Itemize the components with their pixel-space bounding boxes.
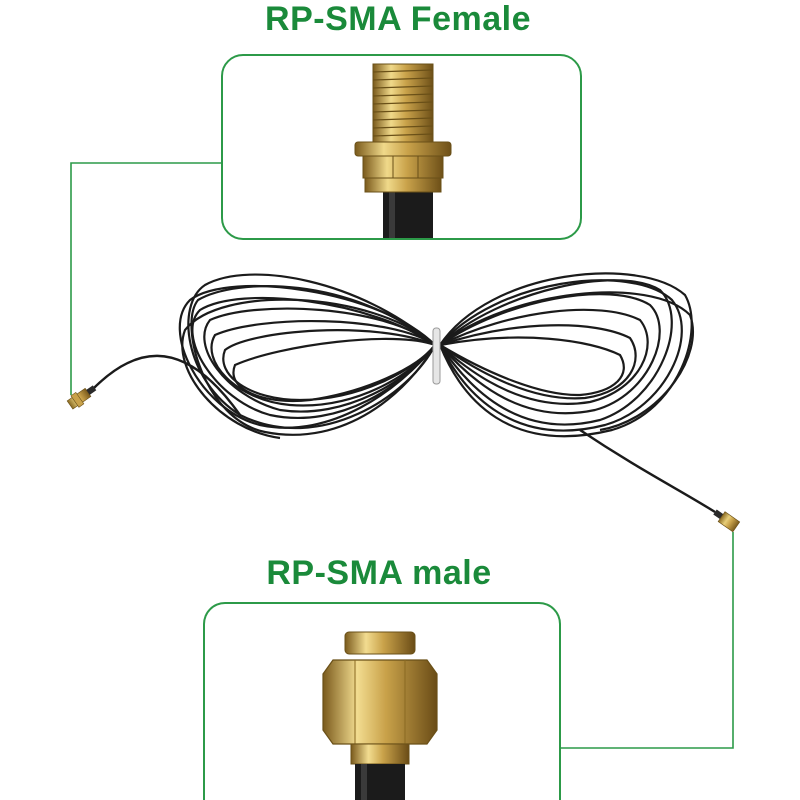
rp-sma-male-connector-icon xyxy=(322,631,438,800)
male-connector-panel xyxy=(203,602,561,800)
female-end-connector xyxy=(66,385,97,410)
male-end-connector xyxy=(713,509,741,533)
cable-tie xyxy=(432,327,441,385)
rp-sma-female-connector-icon xyxy=(354,63,452,238)
male-connector-title: RP-SMA male xyxy=(266,554,492,592)
male-cable-tail xyxy=(579,429,716,514)
male-leader-line xyxy=(561,532,734,749)
female-connector-panel xyxy=(221,54,582,240)
female-cable-tail xyxy=(89,354,241,416)
female-leader-line xyxy=(70,162,221,395)
female-connector-title: RP-SMA Female xyxy=(265,0,531,38)
coiled-cable-icon xyxy=(178,272,694,440)
